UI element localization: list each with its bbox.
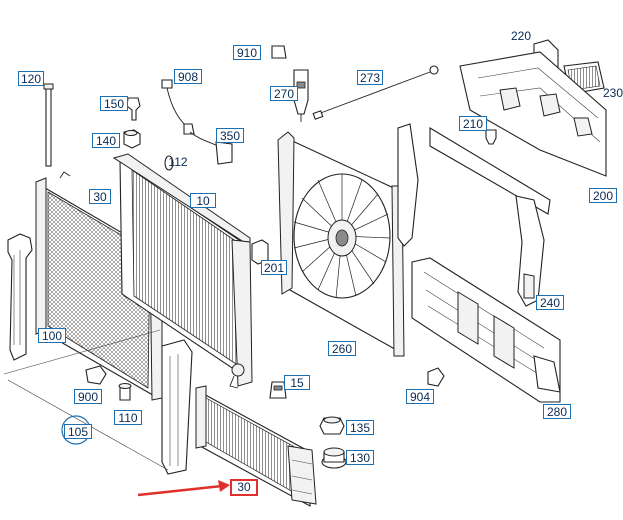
label-200[interactable]: 200 xyxy=(589,188,617,203)
label-10[interactable]: 10 xyxy=(190,193,216,208)
side-frame-240 xyxy=(397,123,551,307)
label-112[interactable]: 112 xyxy=(168,155,188,169)
clip-210 xyxy=(485,129,497,145)
aux-radiator-30 xyxy=(195,385,317,507)
sensor-15 xyxy=(269,381,287,399)
label-135[interactable]: 135 xyxy=(346,420,374,435)
label-240[interactable]: 240 xyxy=(536,295,564,310)
sensor-910-270 xyxy=(271,45,309,122)
label-100[interactable]: 100 xyxy=(38,328,66,343)
clip-904 xyxy=(427,367,445,387)
label-350[interactable]: 350 xyxy=(216,128,244,143)
bracket-lower-left xyxy=(161,339,193,475)
cap-135 xyxy=(319,416,345,435)
label-220[interactable]: 220 xyxy=(510,29,532,43)
label-280[interactable]: 280 xyxy=(543,404,571,419)
label-230[interactable]: 230 xyxy=(602,86,623,100)
label-120[interactable]: 120 xyxy=(18,71,44,86)
label-904[interactable]: 904 xyxy=(406,389,434,404)
red-pointer-arrow xyxy=(137,480,230,497)
label-201[interactable]: 201 xyxy=(261,260,287,275)
label-105[interactable]: 105 xyxy=(64,424,92,439)
label-270[interactable]: 270 xyxy=(270,86,298,101)
cable-273 xyxy=(312,65,439,120)
label-110[interactable]: 110 xyxy=(114,410,142,425)
label-140[interactable]: 140 xyxy=(92,133,120,148)
cap-130 xyxy=(321,447,347,469)
side-bracket-left xyxy=(7,233,33,361)
radiator-10 xyxy=(112,153,253,389)
label-150[interactable]: 150 xyxy=(100,96,128,111)
label-30-highlighted[interactable]: 30 xyxy=(230,479,258,496)
valve-110 xyxy=(118,383,132,401)
sensor-908-350 xyxy=(161,79,233,165)
cross-member-200 xyxy=(459,51,607,177)
label-910[interactable]: 910 xyxy=(233,45,261,60)
label-908[interactable]: 908 xyxy=(174,69,202,84)
label-30-upper[interactable]: 30 xyxy=(89,189,111,204)
label-210[interactable]: 210 xyxy=(459,116,487,131)
label-15[interactable]: 15 xyxy=(284,375,310,390)
label-260[interactable]: 260 xyxy=(328,341,356,356)
label-273[interactable]: 273 xyxy=(357,70,383,85)
clip-900 xyxy=(85,365,107,385)
clip-150 xyxy=(126,97,141,121)
label-130[interactable]: 130 xyxy=(346,450,374,465)
mount-140 xyxy=(123,129,141,149)
fan-shroud-260 xyxy=(277,131,405,357)
o-ring-112 xyxy=(164,155,174,171)
rod-120 xyxy=(43,83,54,167)
label-900[interactable]: 900 xyxy=(74,389,102,404)
lower-frame-280 xyxy=(411,257,561,403)
